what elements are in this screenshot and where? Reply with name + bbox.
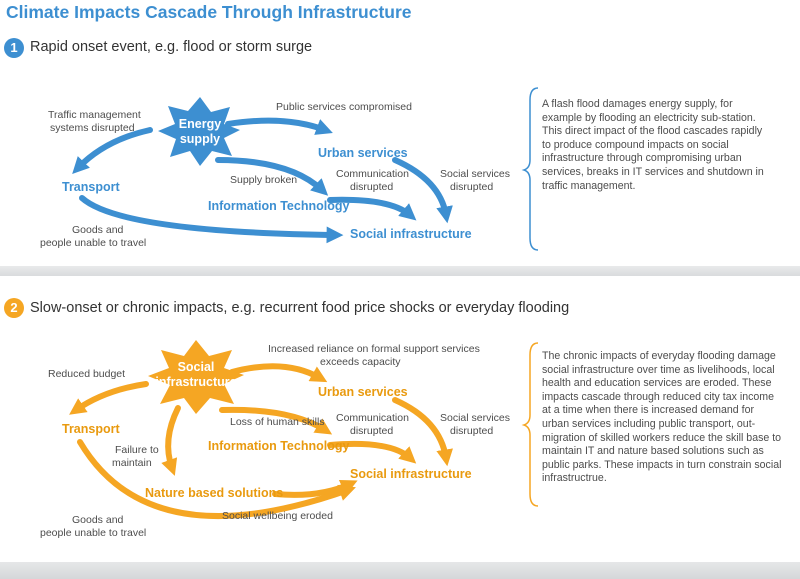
node-energy-line2: supply: [180, 132, 220, 146]
label-social-services-line2: disrupted: [450, 181, 493, 193]
section-1-description: A flash flood damages energy supply, for…: [542, 98, 764, 192]
label-traffic-line1: Traffic management: [48, 109, 141, 121]
section-2-heading: Slow-onset or chronic impacts, e.g. recu…: [30, 300, 570, 316]
arrow-transport-to-social: [77, 439, 356, 520]
page-title: Climate Impacts Cascade Through Infrastr…: [6, 2, 412, 22]
arrow-energy-to-urban: [225, 117, 333, 135]
arrow-it-to-social: [327, 440, 417, 464]
arrow-social-to-nature: [161, 405, 181, 476]
label-human-skills: Loss of human skills: [230, 416, 325, 428]
section-divider-1: [0, 266, 800, 276]
label-goods-2-line1: Goods and: [72, 514, 124, 526]
label-communication-2-line1: Communication: [336, 412, 409, 424]
node-social-line1: Social: [178, 360, 215, 374]
node-transport: Transport: [62, 180, 120, 194]
brace-section-2: [521, 342, 539, 507]
label-social-services-line1: Social services: [440, 168, 510, 180]
label-goods-2-line2: people unable to travel: [40, 527, 146, 539]
label-reduced-budget: Reduced budget: [48, 368, 125, 380]
label-communication-2-line2: disrupted: [350, 425, 393, 437]
node-nature-based-solutions: Nature based solutions: [145, 486, 283, 500]
arrow-urban-to-social: [392, 157, 453, 224]
label-social-services-2-line2: disrupted: [450, 425, 493, 437]
section-2-number-badge: 2: [4, 298, 24, 318]
arrow-energy-to-transport: [72, 127, 153, 175]
brace-section-1: [521, 87, 539, 251]
arrow-energy-to-it: [215, 157, 329, 196]
label-communication-line2: disrupted: [350, 181, 393, 193]
arrow-social-to-it: [219, 406, 333, 435]
label-traffic-line2: systems disrupted: [50, 122, 135, 134]
node-social-infrastructure: Social infrastructure: [350, 227, 472, 241]
label-communication-line1: Communication: [336, 168, 409, 180]
node-social-infrastructure-2: Social infrastructure: [350, 467, 472, 481]
label-wellbeing: Social wellbeing eroded: [222, 510, 333, 522]
section-2-description: The chronic impacts of everyday flooding…: [542, 350, 782, 485]
label-failure-line2: maintain: [112, 457, 152, 469]
node-social-line2: infrastructure: [155, 375, 236, 389]
arrow-transport-to-social: [79, 195, 344, 244]
node-transport-2: Transport: [62, 422, 120, 436]
node-urban-services: Urban services: [318, 146, 408, 160]
node-information-technology: Information Technology: [208, 199, 349, 213]
label-goods-line2: people unable to travel: [40, 237, 146, 249]
section-divider-2: [0, 562, 800, 579]
label-supply-broken: Supply broken: [230, 174, 297, 186]
label-reliance-line2: exceeds capacity: [320, 356, 401, 368]
arrow-social-to-transport: [69, 381, 149, 415]
node-energy-line1: Energy: [179, 117, 221, 131]
arrow-it-to-social: [327, 196, 417, 221]
node-urban-services-2: Urban services: [318, 385, 408, 399]
section-1-number-badge: 1: [4, 38, 24, 58]
label-reliance-line1: Increased reliance on formal support ser…: [268, 343, 480, 355]
label-goods-line1: Goods and: [72, 224, 124, 236]
arrow-urban-to-social: [392, 397, 453, 467]
label-failure-line1: Failure to: [115, 444, 159, 456]
label-social-services-2-line1: Social services: [440, 412, 510, 424]
social-infrastructure-burst: [148, 340, 244, 414]
section-1-heading: Rapid onset event, e.g. flood or storm s…: [30, 39, 313, 55]
arrow-social-to-urban: [229, 363, 328, 383]
energy-supply-burst: [158, 97, 240, 166]
node-information-technology-2: Information Technology: [208, 439, 349, 453]
label-public-services: Public services compromised: [276, 101, 412, 113]
